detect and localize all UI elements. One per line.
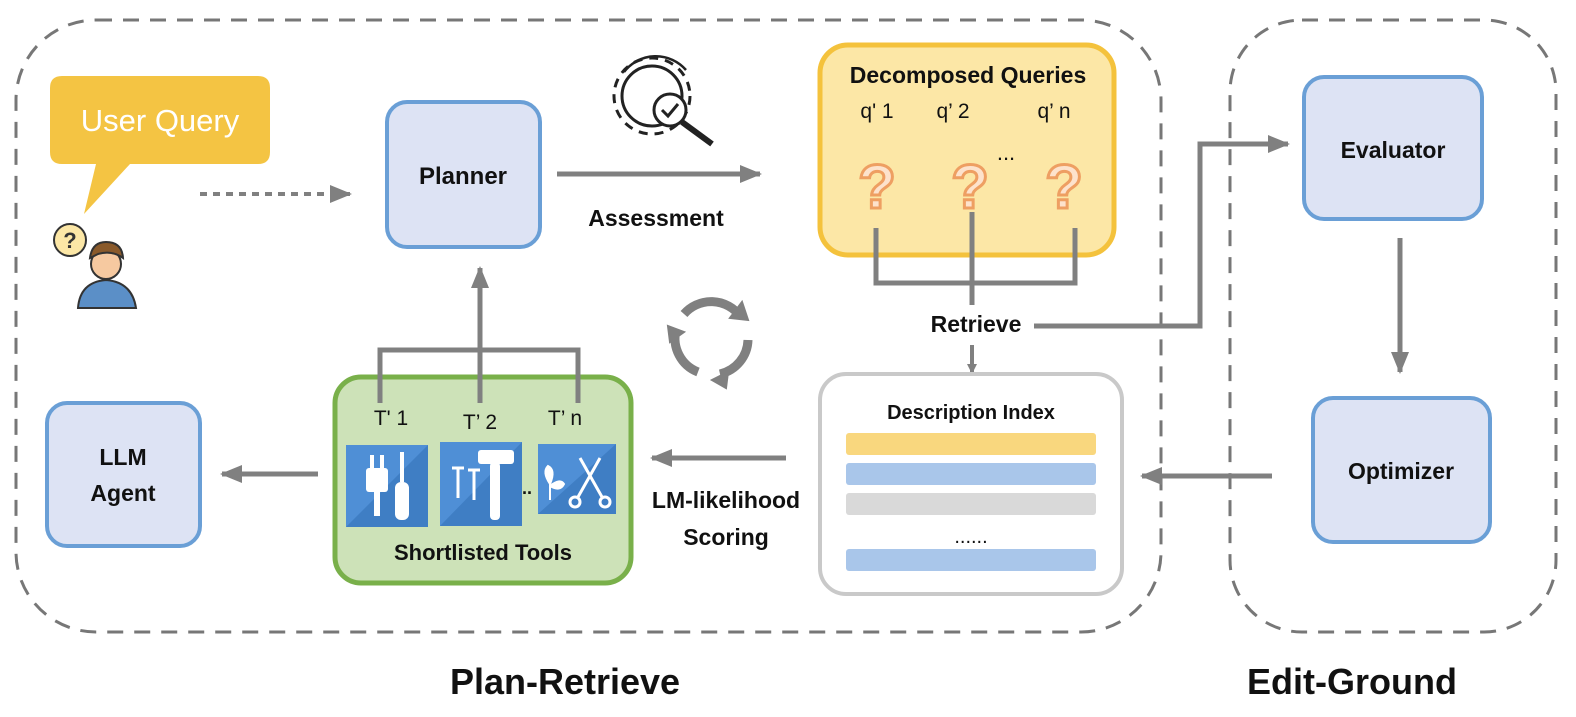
- gear-magnifier-icon: [612, 55, 714, 147]
- evaluator-box[interactable]: [1302, 75, 1484, 221]
- decomposed-queries-box[interactable]: [817, 42, 1117, 258]
- tools-ellipsis: ..: [522, 478, 532, 498]
- queries-bracket: [873, 212, 1078, 286]
- lm-scoring-label-line1: LM-likelihood: [652, 487, 800, 513]
- description-index-title: Description Index: [887, 402, 1055, 424]
- llm-agent-label-line1: LLM: [99, 444, 146, 470]
- user-query-bubble: User Query: [50, 76, 270, 214]
- query-item-n: q’ n: [1037, 100, 1070, 123]
- query-item-1: q' 1: [860, 100, 893, 123]
- evaluator-label: Evaluator: [1341, 137, 1446, 163]
- lm-scoring-label-line2: Scoring: [683, 524, 769, 550]
- index-row: [846, 493, 1096, 515]
- question-mark-icon: ?: [858, 153, 896, 222]
- query-ellipsis: ...: [997, 140, 1015, 165]
- retrieve-to-evaluator-arrow: [1034, 135, 1290, 329]
- shortlisted-tools-title: Shortlisted Tools: [394, 540, 572, 565]
- index-row: [846, 549, 1096, 571]
- index-ellipsis: ......: [954, 526, 987, 548]
- tool-item-2: T’ 2: [463, 411, 497, 434]
- query-item-2: q’ 2: [936, 100, 969, 123]
- index-row: [846, 463, 1096, 485]
- sprout-scissors-icon: [538, 444, 616, 514]
- index-row: [846, 433, 1096, 455]
- user-query-label: User Query: [81, 103, 240, 138]
- llm-agent-label-line2: Agent: [90, 480, 156, 506]
- edit-ground-frame: [1228, 18, 1558, 634]
- planner-box[interactable]: [385, 100, 542, 249]
- edit-ground-title: Edit-Ground: [1247, 661, 1457, 702]
- tool-item-1: T' 1: [374, 407, 408, 430]
- optimizer-label: Optimizer: [1348, 458, 1454, 484]
- plug-screwdriver-icon: [346, 445, 428, 527]
- question-mark-icon: ?: [63, 228, 76, 253]
- question-mark-icon: ?: [951, 153, 989, 222]
- llm-agent-box[interactable]: [45, 401, 202, 548]
- plan-retrieve-title: Plan-Retrieve: [450, 661, 680, 702]
- decomposed-queries-title: Decomposed Queries: [850, 62, 1086, 88]
- tool-item-n: T’ n: [548, 407, 582, 430]
- planner-label: Planner: [419, 163, 507, 190]
- refresh-cycle-icon: [666, 297, 753, 390]
- user-icon: ?: [53, 223, 138, 309]
- retrieve-label: Retrieve: [931, 311, 1022, 337]
- hammer-nails-icon: [440, 442, 522, 526]
- optimizer-box[interactable]: [1311, 396, 1492, 544]
- question-mark-icon: ?: [1045, 153, 1083, 222]
- assessment-label: Assessment: [588, 205, 724, 231]
